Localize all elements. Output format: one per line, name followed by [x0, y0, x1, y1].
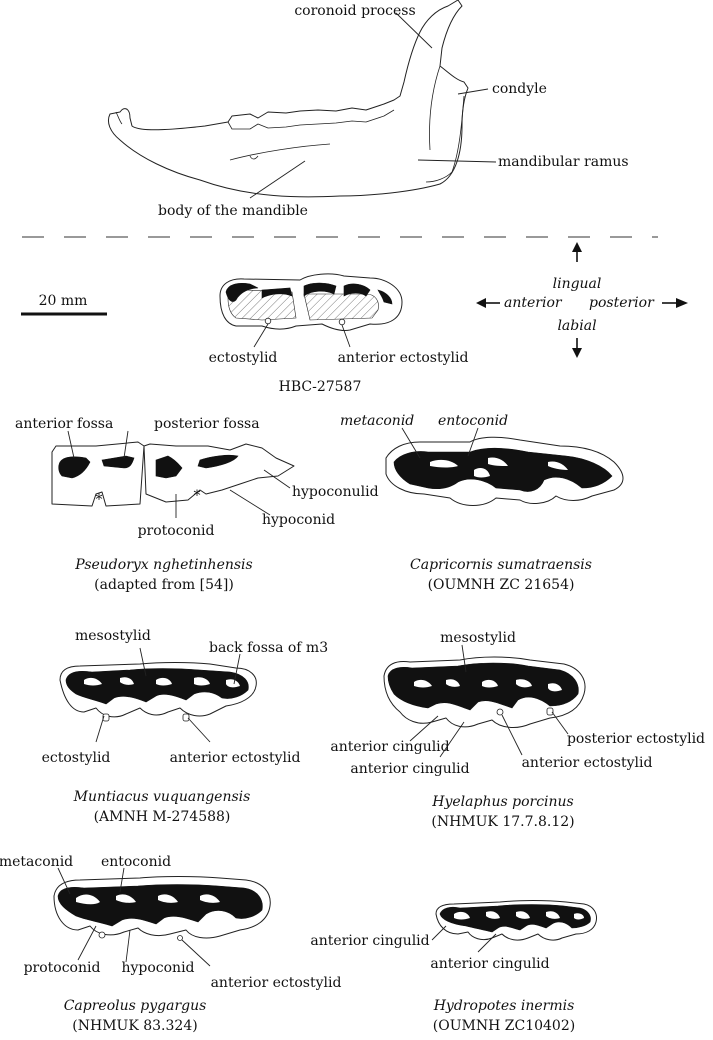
- label-posterior: posterior: [589, 295, 655, 311]
- species-hyelaphus: Hyelaphus porcinus: [431, 794, 573, 810]
- source-capricornis: (OUMNH ZC 21654): [428, 577, 575, 593]
- star-mark-2: *: [194, 488, 201, 504]
- species-pseudoryx: Pseudoryx nghetinhensis: [74, 557, 252, 573]
- species-capricornis: Capricornis sumatraensis: [410, 557, 592, 573]
- scale-bar-label: 20 mm: [39, 293, 88, 309]
- species-muntiacus: Muntiacus vuquangensis: [73, 789, 251, 805]
- tooth-pseudoryx: [51, 441, 295, 507]
- label-metaconid-capricornis: metaconid: [340, 413, 414, 429]
- label-mandibular-ramus: mandibular ramus: [498, 154, 629, 170]
- source-hydropotes: (OUMNH ZC10402): [433, 1018, 575, 1034]
- label-coronoid-process: coronoid process: [294, 3, 415, 19]
- tooth-muntiacus: [59, 662, 257, 722]
- label-hypoconid-pseudoryx: hypoconid: [262, 512, 335, 528]
- label-body-of-mandible: body of the mandible: [158, 203, 308, 219]
- tooth-hyelaphus: [383, 656, 586, 728]
- source-capreolus: (NHMUK 83.324): [72, 1018, 197, 1034]
- tooth-capreolus: [53, 876, 271, 941]
- tooth-capricornis: [385, 436, 624, 506]
- label-anterior-ectostylid-hyelaphus: anterior ectostylid: [522, 755, 653, 771]
- label-anterior-ectostylid-muntiacus: anterior ectostylid: [170, 750, 301, 766]
- label-anterior-cingulid-hyelaphus-2: anterior cingulid: [350, 761, 469, 777]
- label-back-fossa-m3: back fossa of m3: [209, 640, 328, 656]
- label-anterior: anterior: [504, 295, 563, 311]
- tooth-hydropotes: [435, 900, 597, 941]
- label-condyle: condyle: [492, 81, 547, 97]
- tooth-hbc-27587: [219, 273, 403, 331]
- label-protoconid-pseudoryx: protoconid: [138, 523, 215, 539]
- label-hypoconulid: hypoconulid: [292, 484, 379, 500]
- label-entoconid-capricornis: entoconid: [438, 413, 508, 429]
- label-protoconid-capreolus: protoconid: [24, 960, 101, 976]
- label-ectostylid-hbc: ectostylid: [209, 350, 278, 366]
- orientation-compass: [476, 242, 688, 358]
- label-lingual: lingual: [553, 276, 602, 292]
- species-hydropotes: Hydropotes inermis: [433, 998, 575, 1014]
- label-posterior-ectostylid: posterior ectostylid: [567, 731, 705, 747]
- label-anterior-cingulid-hydropotes-2: anterior cingulid: [430, 956, 549, 972]
- star-mark-1: *: [96, 492, 103, 508]
- label-anterior-fossa: anterior fossa: [15, 416, 113, 432]
- label-anterior-cingulid-hyelaphus-1: anterior cingulid: [330, 739, 449, 755]
- species-capreolus: Capreolus pygargus: [64, 998, 207, 1014]
- source-hyelaphus: (NHMUK 17.7.8.12): [431, 814, 574, 830]
- label-anterior-ectostylid-capreolus: anterior ectostylid: [211, 975, 342, 991]
- label-mesostylid-muntiacus: mesostylid: [75, 628, 151, 644]
- label-anterior-ectostylid-hbc: anterior ectostylid: [338, 350, 469, 366]
- caption-hbc-27587: HBC-27587: [279, 379, 362, 395]
- label-posterior-fossa: posterior fossa: [154, 416, 260, 432]
- label-labial: labial: [557, 318, 596, 334]
- label-ectostylid-muntiacus: ectostylid: [42, 750, 111, 766]
- source-pseudoryx: (adapted from [54]): [94, 577, 234, 593]
- label-entoconid-capreolus: entoconid: [101, 854, 171, 870]
- label-mesostylid-hyelaphus: mesostylid: [440, 630, 516, 646]
- mandible-drawing: [107, 0, 469, 198]
- label-anterior-cingulid-hydropotes-1: anterior cingulid: [310, 933, 429, 949]
- label-metaconid-capreolus: metaconid: [0, 854, 73, 870]
- label-hypoconid-capreolus: hypoconid: [121, 960, 194, 976]
- source-muntiacus: (AMNH M-274588): [94, 809, 231, 825]
